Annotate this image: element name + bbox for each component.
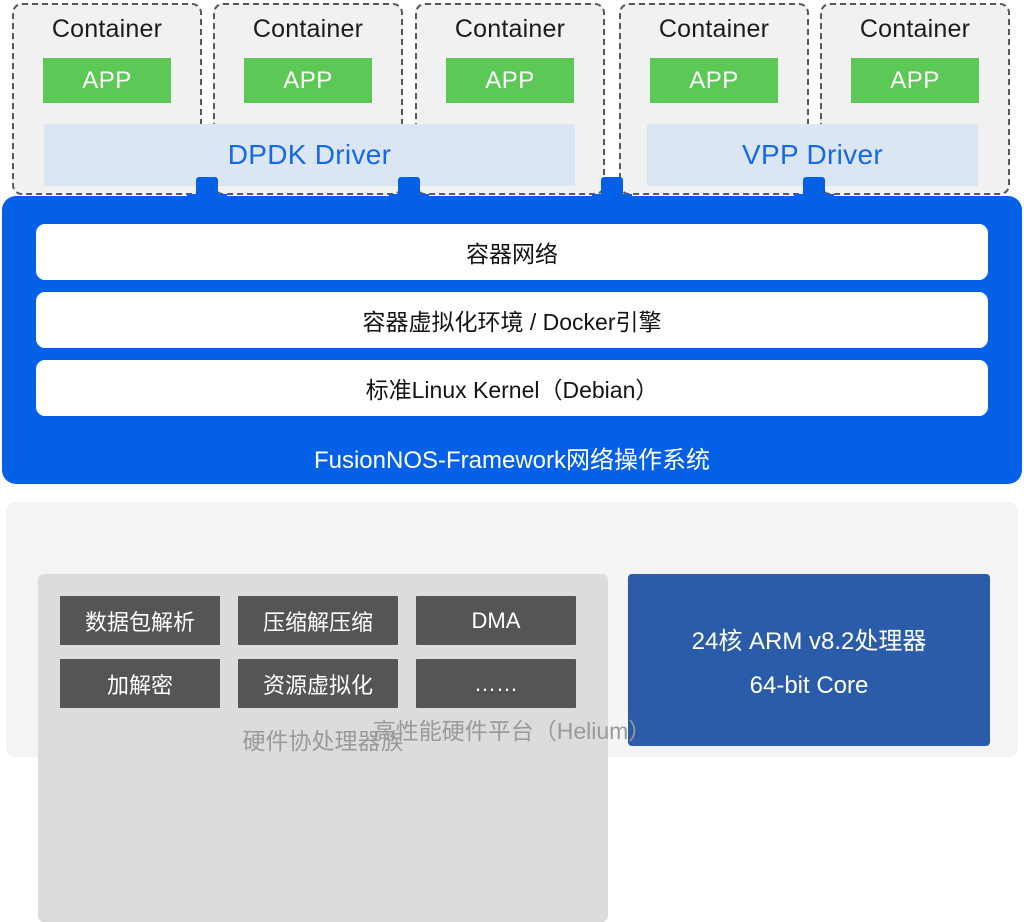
container-title: Container bbox=[859, 15, 971, 43]
app-box[interactable]: APP bbox=[851, 58, 979, 103]
container-title: Container bbox=[51, 15, 163, 43]
container-band: Container APP Container APP Container AP… bbox=[0, 0, 1024, 200]
container-title: Container bbox=[454, 15, 566, 43]
app-box[interactable]: APP bbox=[43, 58, 171, 103]
container-title: Container bbox=[252, 15, 364, 43]
vpp-driver-band[interactable]: VPP Driver bbox=[647, 124, 978, 186]
coprocessor-caption: 硬件协处理器族 bbox=[242, 728, 404, 754]
app-box[interactable]: APP bbox=[244, 58, 372, 103]
os-layer-linux-kernel[interactable]: 标准Linux Kernel（Debian） bbox=[36, 360, 988, 416]
os-layer-container-network[interactable]: 容器网络 bbox=[36, 224, 988, 280]
coprocessor-cell-crypto[interactable]: 加解密 bbox=[60, 659, 220, 708]
app-box[interactable]: APP bbox=[446, 58, 574, 103]
coprocessor-panel: 数据包解析 压缩解压缩 DMA 加解密 资源虚拟化 …… 硬件协处理器族 bbox=[38, 574, 608, 922]
cpu-box[interactable]: 24核 ARM v8.2处理器 64-bit Core bbox=[628, 574, 990, 746]
cpu-line-model: 24核 ARM v8.2处理器 bbox=[691, 627, 927, 655]
coprocessor-cell-compression[interactable]: 压缩解压缩 bbox=[238, 596, 398, 645]
coprocessor-cell-dma[interactable]: DMA bbox=[416, 596, 576, 645]
app-box[interactable]: APP bbox=[650, 58, 778, 103]
coprocessor-cell-resource-virtualization[interactable]: 资源虚拟化 bbox=[238, 659, 398, 708]
os-block-caption: FusionNOS-Framework网络操作系统 bbox=[313, 447, 711, 474]
dpdk-driver-band[interactable]: DPDK Driver bbox=[44, 124, 575, 186]
os-layer-docker-engine[interactable]: 容器虚拟化环境 / Docker引擎 bbox=[36, 292, 988, 348]
container-title: Container bbox=[658, 15, 770, 43]
hardware-platform-block: 数据包解析 压缩解压缩 DMA 加解密 资源虚拟化 …… 硬件协处理器族 24核… bbox=[6, 502, 1018, 922]
coprocessor-cell-more[interactable]: …… bbox=[416, 659, 576, 708]
os-block: 容器网络 容器虚拟化环境 / Docker引擎 标准Linux Kernel（D… bbox=[2, 196, 1022, 484]
cpu-line-core: 64-bit Core bbox=[749, 671, 869, 699]
hardware-platform-caption: 高性能硬件平台（Helium） bbox=[372, 718, 652, 744]
coprocessor-grid: 数据包解析 压缩解压缩 DMA 加解密 资源虚拟化 …… bbox=[60, 596, 576, 708]
coprocessor-cell-packet-parse[interactable]: 数据包解析 bbox=[60, 596, 220, 645]
